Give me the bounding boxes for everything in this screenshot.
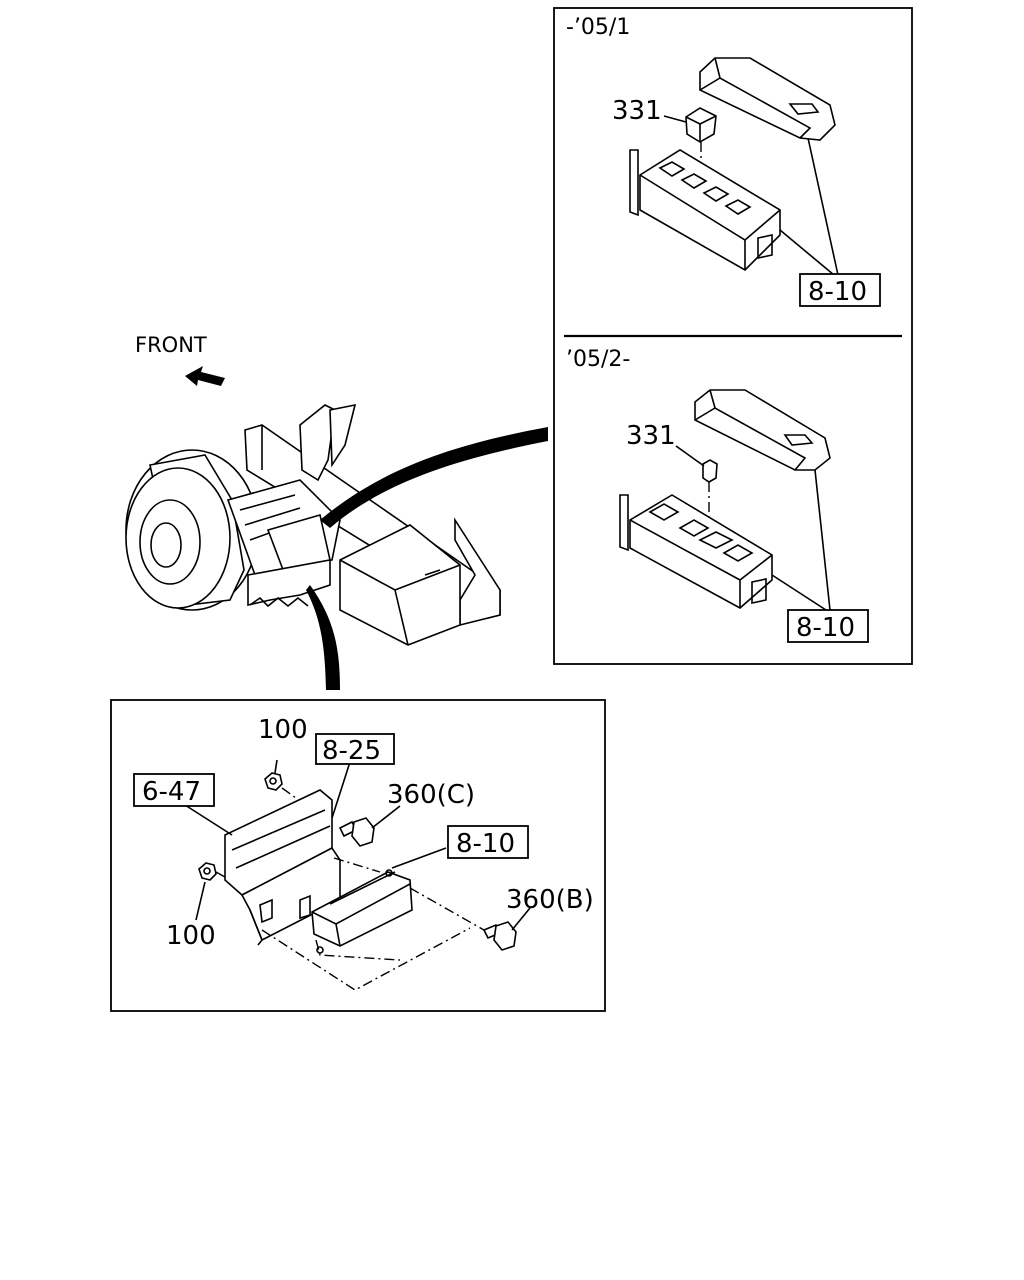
part-331-late: 331 — [626, 421, 676, 451]
part-100-lower: 100 — [166, 921, 216, 951]
part-8-10-detail: 8-10 — [456, 829, 515, 859]
detail-panel: 100 100 6-47 8-25 360(C) — [110, 699, 606, 1012]
part-100-upper: 100 — [258, 715, 308, 745]
bolt-c-icon — [338, 817, 375, 847]
bracket — [224, 789, 341, 946]
nut-upper-icon — [264, 772, 283, 791]
part-8-10-early: 8-10 — [808, 277, 867, 307]
front-label: FRONT — [135, 333, 207, 357]
fusebox-base-late — [619, 494, 773, 609]
nut-lower-icon — [198, 862, 217, 881]
inset-panel: -’05/1 331 8-10 ’05/2- — [553, 7, 913, 665]
fusebox-detail — [311, 869, 413, 954]
part-8-10-late: 8-10 — [796, 613, 855, 643]
front-arrow-icon — [185, 366, 225, 386]
fusebox-cover-late — [694, 389, 831, 471]
fusebox-cover-early — [699, 57, 836, 141]
bolt-b-icon — [482, 921, 517, 951]
tire — [125, 449, 259, 611]
part-360-b: 360(B) — [506, 885, 594, 915]
relay-331-late — [702, 459, 718, 483]
battery — [339, 524, 461, 646]
vehicle-overview: FRONT — [125, 333, 548, 690]
part-331-early: 331 — [612, 96, 662, 126]
part-360-c: 360(C) — [387, 780, 475, 810]
period-label-early: -’05/1 — [566, 15, 630, 40]
fuse-area — [226, 403, 357, 608]
leader-to-detail — [306, 585, 340, 690]
relay-331-early — [685, 107, 717, 143]
part-8-25: 8-25 — [322, 736, 381, 766]
part-6-47: 6-47 — [142, 777, 201, 807]
period-label-late: ’05/2- — [566, 347, 630, 372]
fusebox-base-early — [629, 149, 781, 271]
leader-to-inset-top — [320, 427, 548, 528]
